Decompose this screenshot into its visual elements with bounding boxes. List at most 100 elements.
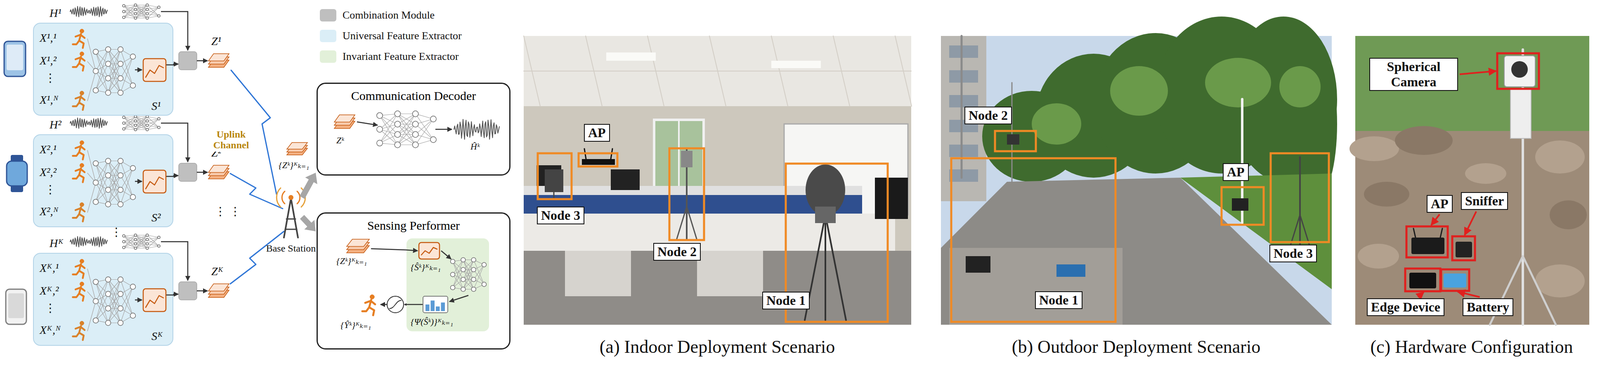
network-neuron [122, 240, 126, 243]
network-neuron [460, 257, 466, 262]
network-neuron [118, 75, 124, 81]
person-legs [72, 270, 84, 278]
network-neuron [460, 276, 466, 282]
photo-tag: AP [1426, 194, 1453, 213]
network-link [135, 9, 147, 19]
node-text: X²,¹ [39, 143, 57, 156]
network-neuron [394, 141, 401, 148]
network-neuron [430, 115, 437, 122]
network-neuron [134, 128, 137, 131]
person-legs [72, 213, 84, 222]
signal-wave [281, 191, 285, 204]
node-text: Communication Decoder [351, 88, 476, 104]
bar [435, 306, 440, 311]
network-neuron [146, 233, 149, 237]
rock [1465, 163, 1507, 184]
network-link [135, 4, 147, 14]
lamp-post [1011, 82, 1013, 182]
network-neuron [105, 89, 112, 96]
phone-icon [5, 288, 27, 324]
bar [441, 302, 446, 311]
network-neuron [122, 16, 126, 19]
network-link [147, 7, 159, 19]
network-neuron [157, 244, 161, 248]
network-link [147, 127, 159, 130]
node-text: {Ŝᵏ}ᴷₖ₌₁ [410, 262, 441, 272]
network-neuron [130, 82, 136, 89]
network-neuron [118, 89, 124, 96]
feature-layer-icon [208, 283, 230, 291]
network-link [135, 120, 147, 130]
network-link [108, 279, 121, 323]
arrow [134, 299, 142, 301]
network-link [397, 113, 416, 145]
network-link [147, 4, 159, 16]
network-neuron [93, 68, 99, 74]
sensing-box: Sensing Performer{Zᵏ}ᴷₖ₌₁{Ŷᵏ}ᴷₖ₌₁{Ŝᵏ}ᴷₖ₌… [316, 212, 511, 350]
network-link [135, 243, 147, 249]
network-neuron [93, 278, 99, 285]
network-link [147, 245, 159, 249]
photo-tag: Sniffer [1460, 191, 1508, 210]
chart-icon [143, 58, 166, 82]
building-window [949, 94, 979, 108]
building-window [949, 144, 979, 157]
arrow [1418, 291, 1424, 297]
network-neuron [118, 290, 124, 297]
network-neuron [157, 117, 161, 121]
network-neuron [130, 283, 136, 290]
arrow-shaft [166, 64, 175, 66]
network-link [135, 116, 147, 117]
person-arms [75, 207, 85, 212]
rock [1535, 264, 1585, 298]
tree-highlight [1031, 103, 1082, 145]
network-neuron [134, 16, 137, 20]
building-window [949, 70, 979, 83]
bar [425, 304, 430, 311]
network-link [147, 118, 159, 130]
network-neuron [134, 115, 137, 118]
network-neuron [134, 119, 137, 123]
network-neuron [460, 286, 466, 292]
combination-module [178, 281, 197, 300]
signal-wave [276, 187, 281, 207]
legend-swatch [319, 29, 337, 43]
monitor [610, 169, 640, 190]
tree-highlight [1110, 66, 1168, 116]
person-arms [75, 34, 85, 38]
network-link [135, 239, 147, 249]
tag-text: Sniffer [1465, 193, 1504, 209]
tower-bar [285, 228, 297, 230]
tripod-pole [1299, 156, 1301, 248]
input-link [87, 150, 96, 183]
arrow [356, 121, 378, 126]
sigmoid-curve [389, 300, 402, 309]
caption: (b) Outdoor Deployment Scenario [1011, 336, 1261, 357]
network-link [108, 279, 121, 323]
network-neuron [134, 12, 137, 15]
person-arms [75, 287, 85, 291]
antenna [1413, 228, 1416, 238]
person-legs [72, 293, 84, 301]
phone-icon [4, 41, 26, 77]
person-head [79, 28, 84, 34]
network-link [123, 116, 136, 118]
rock [1394, 125, 1453, 155]
network-link [135, 116, 147, 130]
input-link [87, 70, 96, 101]
network-link [123, 11, 136, 19]
node-text: S¹ [151, 99, 161, 113]
network-neuron [93, 198, 99, 205]
network-neuron [130, 54, 136, 60]
uplink-channel-line [230, 231, 284, 284]
person-icon [362, 294, 376, 315]
photo-tag: Node 1 [762, 291, 810, 310]
chart-line [421, 247, 438, 255]
combination-module [178, 163, 197, 182]
node-text: X¹,² [39, 54, 57, 68]
feature-label: {Zᵏ}ᴷₖ₌₁ [277, 160, 310, 171]
node-text: ⋮ [44, 302, 57, 314]
network-neuron [146, 16, 149, 20]
network-link [135, 129, 147, 130]
